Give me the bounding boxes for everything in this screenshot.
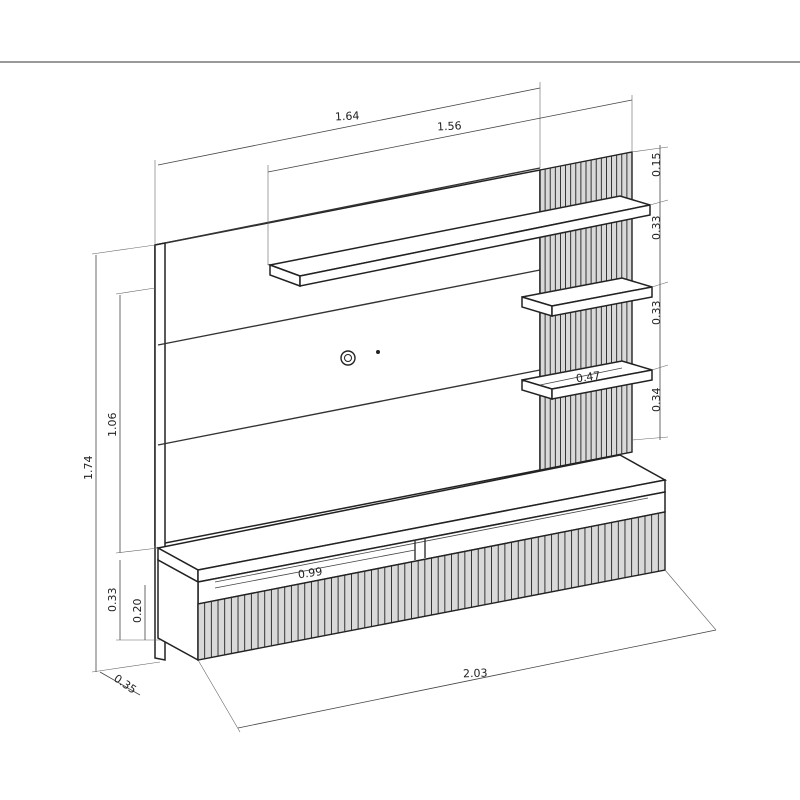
panel-groove	[157, 269, 541, 346]
dimension-lines	[91, 82, 717, 733]
right-shelf-1	[521, 277, 653, 318]
dim-label-0-34: 0.34	[650, 388, 663, 413]
mount-dot	[376, 350, 380, 354]
dim-label-0-15: 0.15	[650, 153, 663, 178]
dim-label-0-99: 0.99	[297, 565, 323, 581]
dim-label-0-33-b: 0.33	[650, 301, 663, 326]
dim-label-1-56: 1.56	[437, 119, 462, 133]
dim-label-1-06: 1.06	[106, 413, 119, 438]
dim-label-0-33-base: 0.33	[106, 588, 119, 613]
dim-label-0-33-a: 0.33	[650, 216, 663, 241]
dim-label-1-64: 1.64	[335, 109, 360, 123]
dim-label-0-35: 0.35	[111, 672, 139, 697]
dim-label-1-74: 1.74	[82, 456, 95, 481]
dim-label-0-47: 0.47	[575, 369, 601, 385]
dim-label-2-03: 2.03	[463, 667, 488, 681]
panel-groove	[157, 369, 541, 446]
dim-label-0-20: 0.20	[131, 599, 144, 624]
